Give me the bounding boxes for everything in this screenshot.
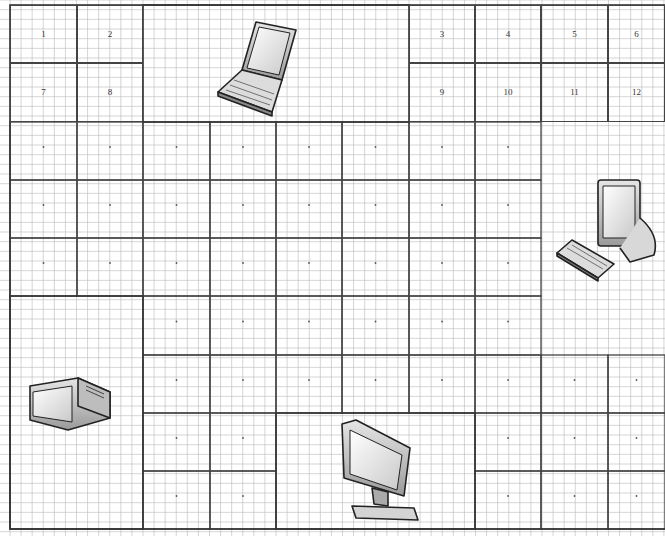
numbered-cell: 10	[475, 63, 541, 122]
numbered-cell: 9	[409, 63, 475, 122]
numbered-cell: 8	[77, 63, 143, 122]
flat-monitor-icon	[342, 420, 418, 520]
numbered-cell: 2	[77, 5, 143, 63]
cell-number: 8	[108, 88, 113, 97]
cell-number: 5	[572, 30, 577, 39]
cell-number: 6	[634, 30, 639, 39]
numbered-cell: 1	[10, 5, 77, 63]
desktop-icon	[557, 180, 655, 281]
cell-number: 7	[41, 88, 46, 97]
numbered-cell: 12	[608, 63, 665, 122]
numbered-cell: 3	[409, 5, 475, 63]
cell-number: 12	[632, 88, 641, 97]
numbered-cell: 6	[608, 5, 665, 63]
cell-dots	[43, 146, 638, 497]
numbered-cell: 5	[541, 5, 608, 63]
cell-number: 3	[440, 30, 445, 39]
cell-number: 9	[440, 88, 445, 97]
cell-number: 10	[504, 88, 513, 97]
cell-number: 11	[570, 88, 579, 97]
laptop-icon	[218, 22, 296, 116]
cell-number: 2	[108, 30, 113, 39]
cell-outlines	[10, 5, 665, 529]
cell-number: 1	[41, 30, 46, 39]
numbered-cell: 11	[541, 63, 608, 122]
numbered-cell: 4	[475, 5, 541, 63]
cell-number: 4	[506, 30, 511, 39]
numbered-cell: 7	[10, 63, 77, 122]
crt-monitor-icon	[30, 378, 110, 430]
